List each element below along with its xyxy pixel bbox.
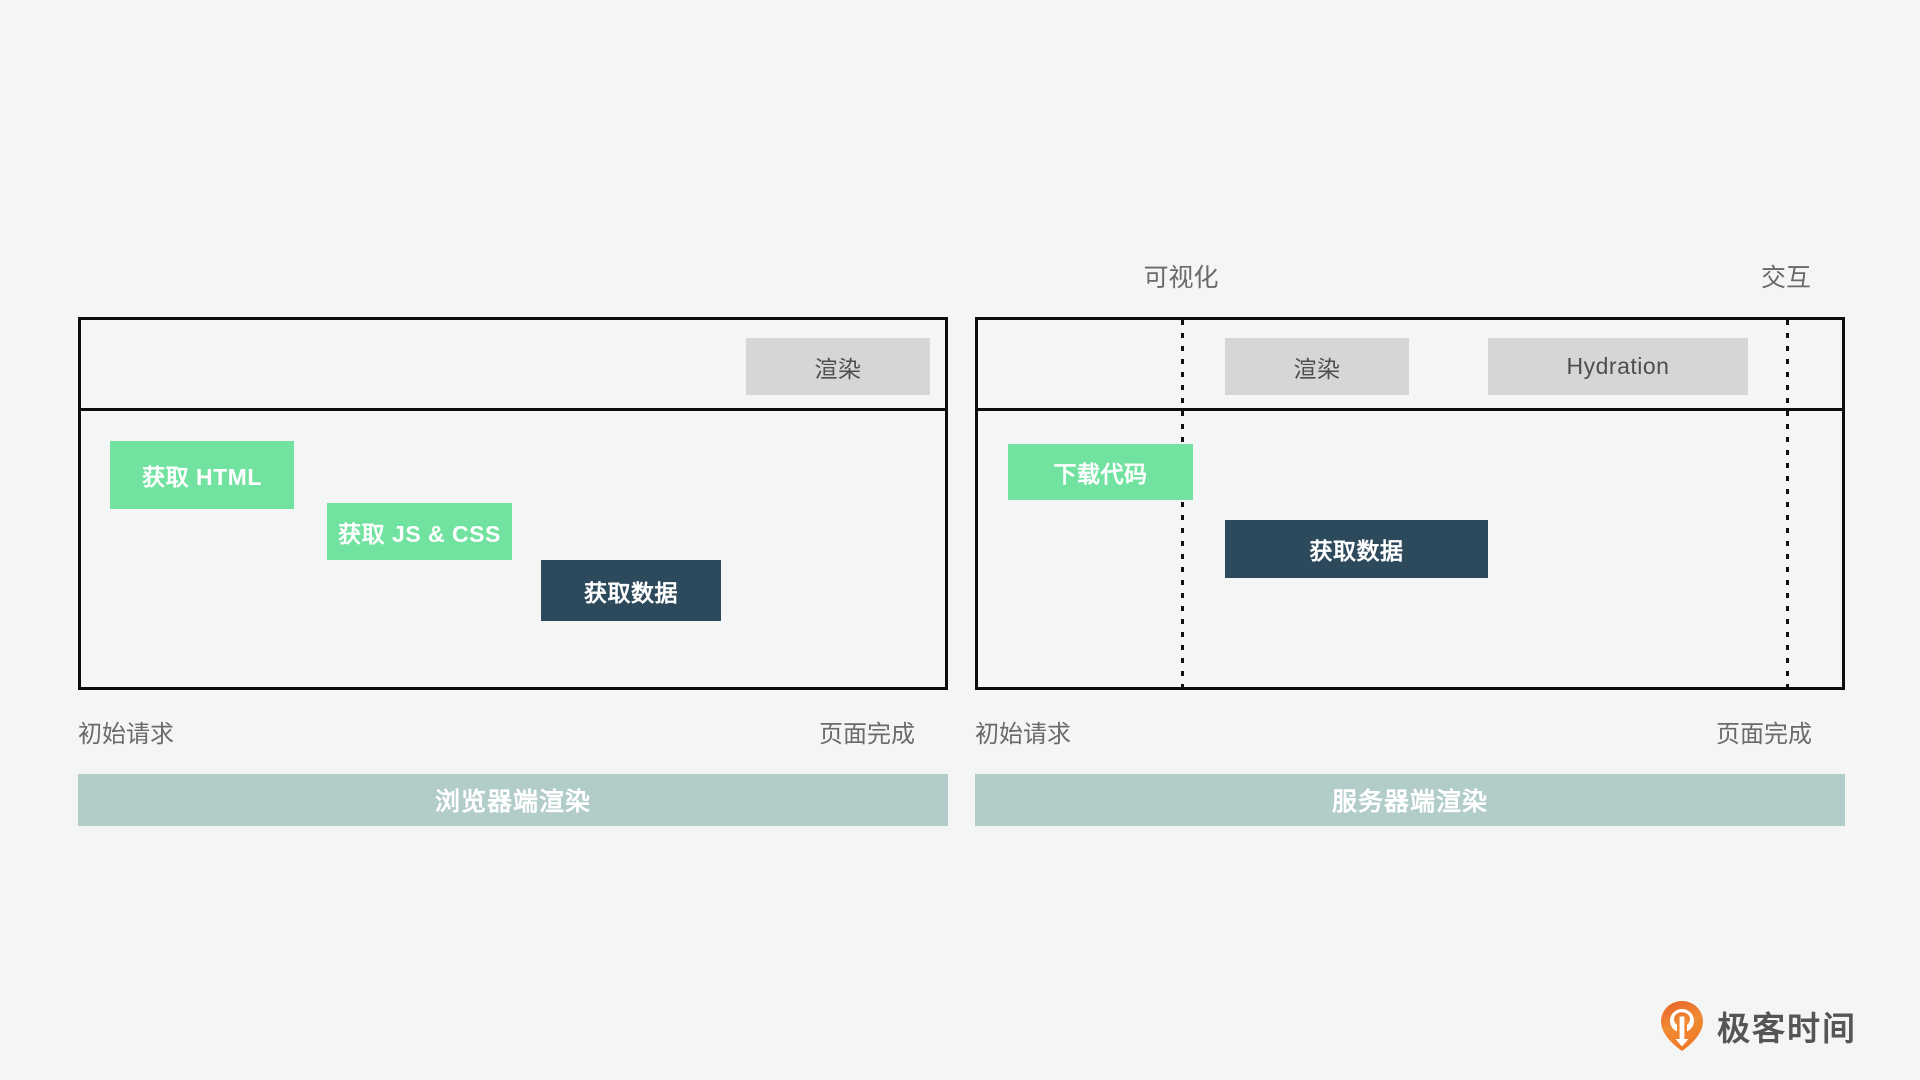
block-render-ssr: 渲染 xyxy=(1225,338,1409,395)
banner-csr: 浏览器端渲染 xyxy=(78,774,948,826)
marker-caption-interactive: 交互 xyxy=(1760,264,1812,292)
block-fetch-data-csr: 获取数据 xyxy=(541,560,721,621)
milestone-line-interactive xyxy=(1786,320,1789,687)
panel-divider xyxy=(81,408,945,411)
label-start-csr: 初始请求 xyxy=(78,721,174,748)
block-download-code: 下载代码 xyxy=(1008,444,1193,500)
block-hydration: Hydration xyxy=(1488,338,1748,395)
brand-logo-text: 极客时间 xyxy=(1717,1010,1857,1047)
marker-caption-visual: 可视化 xyxy=(1143,264,1219,292)
geektime-pin-icon xyxy=(1660,1000,1704,1052)
label-end-ssr: 页面完成 xyxy=(1716,721,1812,748)
brand-logo: 极客时间 xyxy=(1660,1000,1857,1052)
block-fetch-js-css: 获取 JS & CSS xyxy=(327,503,512,560)
panel-divider xyxy=(978,408,1842,411)
block-render-csr: 渲染 xyxy=(746,338,930,395)
label-start-ssr: 初始请求 xyxy=(975,721,1071,748)
block-fetch-data-ssr: 获取数据 xyxy=(1225,520,1488,578)
banner-ssr: 服务器端渲染 xyxy=(975,774,1845,826)
label-end-csr: 页面完成 xyxy=(819,721,915,748)
block-fetch-html: 获取 HTML xyxy=(110,441,294,509)
milestone-line-visual xyxy=(1181,320,1184,687)
panel-csr: 渲染 获取 HTML 获取 JS & CSS 获取数据 xyxy=(78,317,948,690)
panel-ssr: 渲染 Hydration 下载代码 获取数据 xyxy=(975,317,1845,690)
